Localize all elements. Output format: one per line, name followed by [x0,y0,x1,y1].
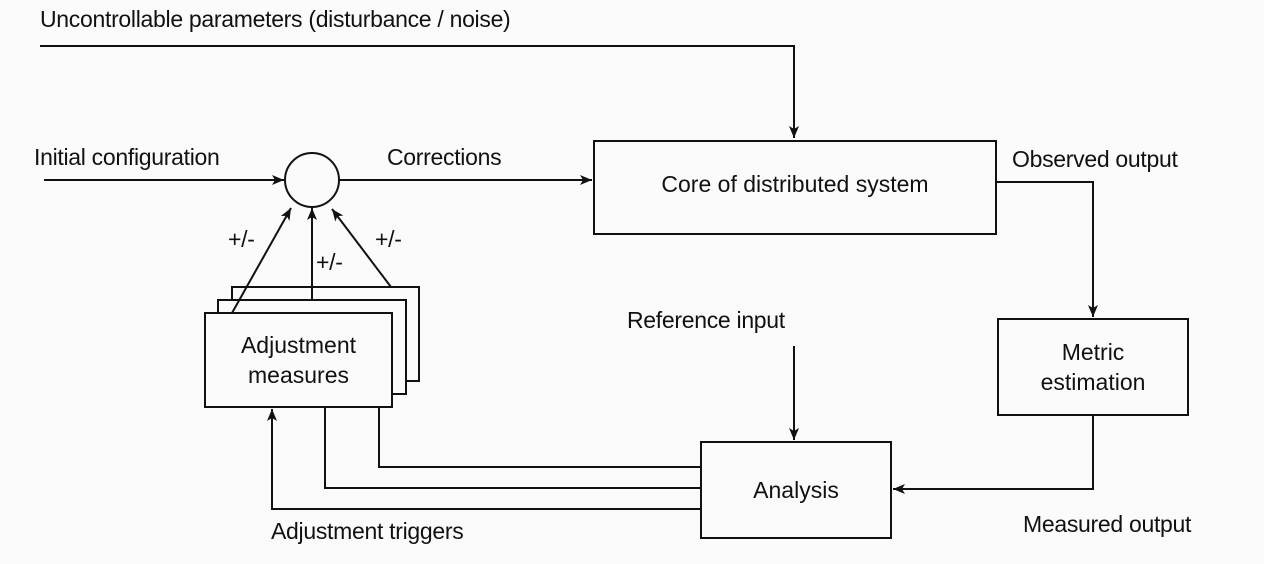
analysis-box [700,441,892,539]
corrections-label: Corrections [387,144,502,170]
metric-label-line1: Metric [1061,339,1125,365]
summing-junction [284,152,340,208]
adjustment-arrow-right [331,208,392,288]
sign-label-left: +/- [228,226,255,252]
adjustment-triggers-arrow [267,409,701,510]
initial-configuration-label: Initial configuration [34,144,220,170]
measured-output-arrow [893,415,1094,494]
metric-label-line2: estimation [1040,369,1146,395]
core-label: Core of distributed system [661,171,929,197]
adjustment-label-line2: measures [248,362,349,388]
metric-estimation-label: Metric estimation [998,319,1188,415]
observed-output-arrow [996,181,1098,317]
sign-label-right: +/- [375,226,402,252]
disturbance-label: Uncontrollable parameters (disturbance /… [40,6,511,32]
analysis-label: Analysis [753,477,839,503]
disturbance-arrow [40,45,799,138]
adjustment-arrow-left [231,207,292,314]
adjustment-box-front [204,312,393,408]
trigger-line-1 [378,407,701,468]
trigger-line-2 [324,407,701,489]
measured-output-label: Measured output [1023,511,1192,537]
adjustment-triggers-label: Adjustment triggers [271,518,464,544]
observed-output-label: Observed output [1012,146,1178,172]
adjustment-measures-label: Adjustment measures [205,313,392,407]
reference-input-label: Reference input [627,307,785,333]
adjustment-label-line1: Adjustment [240,332,357,358]
metric-estimation-box [997,318,1189,416]
sign-label-middle: +/- [316,249,343,275]
core-box [593,140,997,235]
